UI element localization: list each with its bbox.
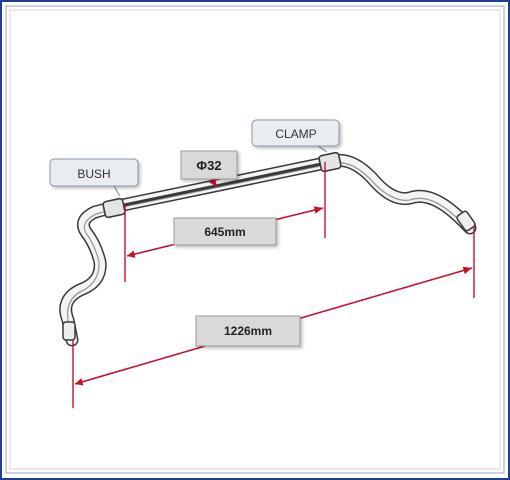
- overall-span-label: 1226mm: [224, 324, 272, 338]
- frame-shadow: [9, 9, 501, 470]
- bush-label: BUSH: [77, 167, 110, 181]
- inner-span-label: 645mm: [204, 225, 245, 239]
- clamp-label: CLAMP: [275, 127, 316, 141]
- diameter-callout: Φ32: [180, 150, 238, 180]
- inner-span-callout: 645mm: [173, 217, 277, 246]
- diameter-label: Φ32: [196, 158, 221, 173]
- bush-callout: BUSH: [49, 158, 139, 197]
- clamp-callout: CLAMP: [251, 119, 340, 153]
- overall-span-callout: 1226mm: [195, 315, 301, 347]
